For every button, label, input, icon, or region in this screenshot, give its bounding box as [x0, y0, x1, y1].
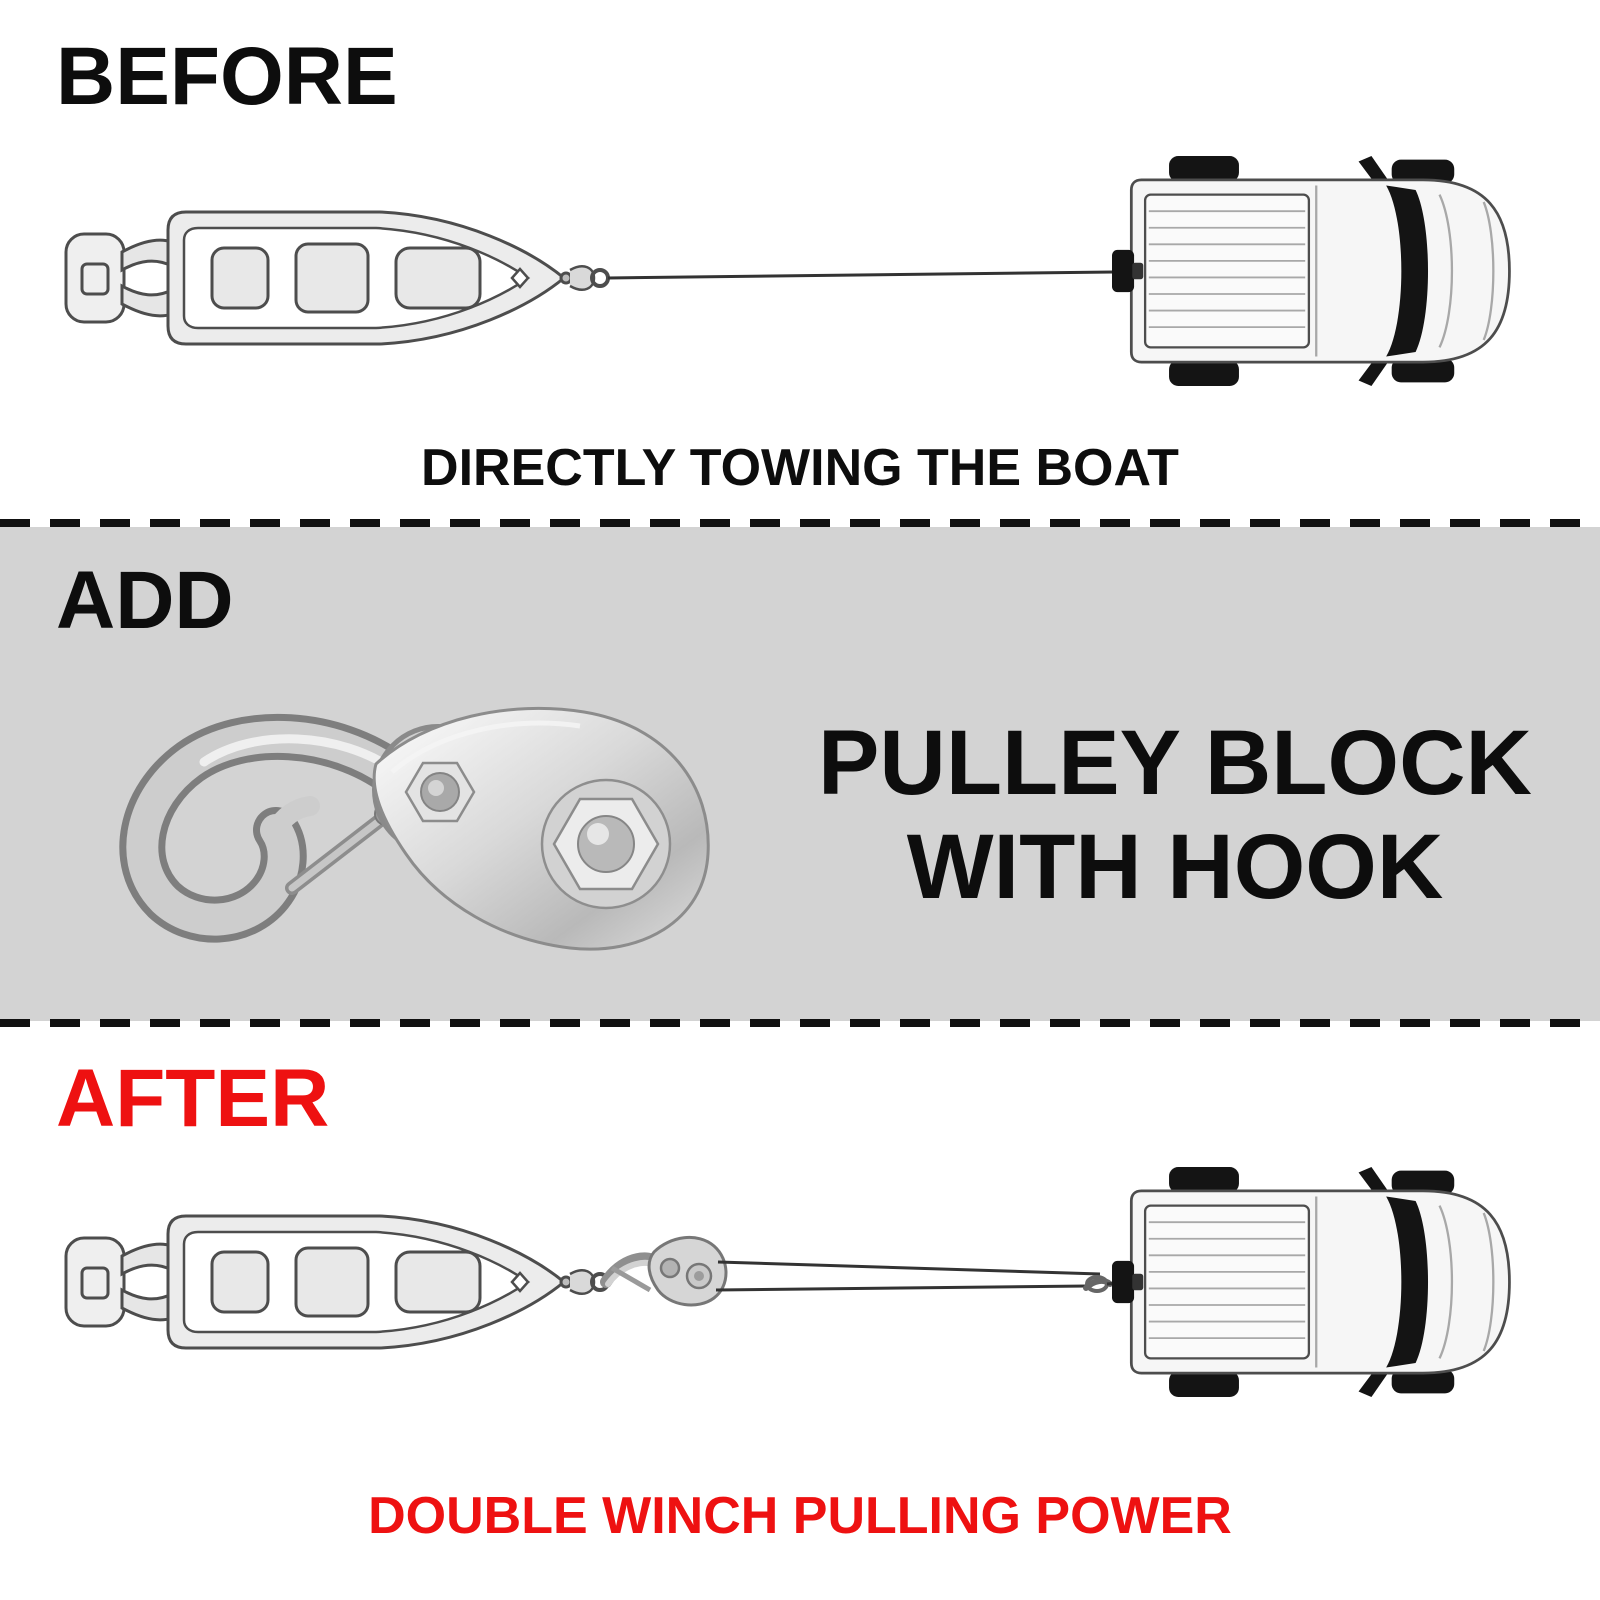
bow-marker-icon	[510, 267, 530, 289]
winch-mount-icon	[1112, 1260, 1144, 1304]
boat-top-view	[64, 210, 610, 346]
pickup-truck-top-view	[1112, 1167, 1511, 1397]
tow-rope-line	[607, 270, 1115, 280]
boat-seat	[210, 1250, 270, 1314]
product-label-line2: WITH HOOK	[906, 815, 1444, 918]
add-title: ADD	[56, 555, 234, 646]
before-title: BEFORE	[56, 31, 398, 122]
pulley-photo	[119, 706, 710, 951]
product-label-line1: PULLEY BLOCK	[818, 712, 1532, 814]
boat-top-view	[64, 1214, 610, 1350]
winch-mount-icon	[1112, 249, 1144, 293]
safety-latch-small	[610, 1265, 652, 1293]
truck-windshield	[1386, 1196, 1429, 1368]
truck-wheels	[1169, 1167, 1455, 1397]
dashed-divider	[0, 1019, 1600, 1027]
pulley-block-small	[600, 1235, 728, 1307]
axle-nut-large	[540, 778, 672, 910]
boat-seat	[394, 1250, 482, 1314]
before-illustration	[64, 156, 1511, 386]
before-caption: DIRECTLY TOWING THE BOAT	[421, 439, 1179, 497]
add-section-band	[0, 527, 1600, 1021]
pickup-truck-top-view	[1112, 156, 1511, 386]
truck-wheels	[1169, 156, 1455, 386]
after-caption: DOUBLE WINCH PULLING POWER	[368, 1487, 1232, 1545]
after-title: AFTER	[56, 1053, 330, 1144]
truck-bed-slats	[1148, 210, 1306, 329]
outboard-motor-icon	[64, 232, 174, 324]
winch-rope-lower	[715, 1284, 1089, 1292]
boat-seat	[294, 1246, 370, 1318]
truck-bed	[1143, 1204, 1311, 1360]
after-illustration	[64, 1167, 1511, 1397]
hook-icon	[119, 713, 417, 943]
boat-seat	[394, 246, 482, 310]
bow-shackle-icon	[559, 265, 610, 291]
truck-windshield	[1386, 185, 1429, 357]
boat-seat	[210, 246, 270, 310]
winch-rope-upper	[717, 1260, 1101, 1276]
truck-mirrors	[1358, 1167, 1388, 1397]
product-label: PULLEY BLOCK WITH HOOK	[780, 712, 1570, 920]
bow-marker-icon	[510, 1271, 530, 1293]
truck-mirrors	[1358, 156, 1388, 386]
outboard-motor-icon	[64, 1236, 174, 1328]
boat-seat	[294, 242, 370, 314]
dashed-divider	[0, 519, 1600, 527]
truck-bed	[1143, 193, 1311, 349]
truck-bed-slats	[1148, 1221, 1306, 1340]
axle-nut-small	[404, 761, 476, 823]
